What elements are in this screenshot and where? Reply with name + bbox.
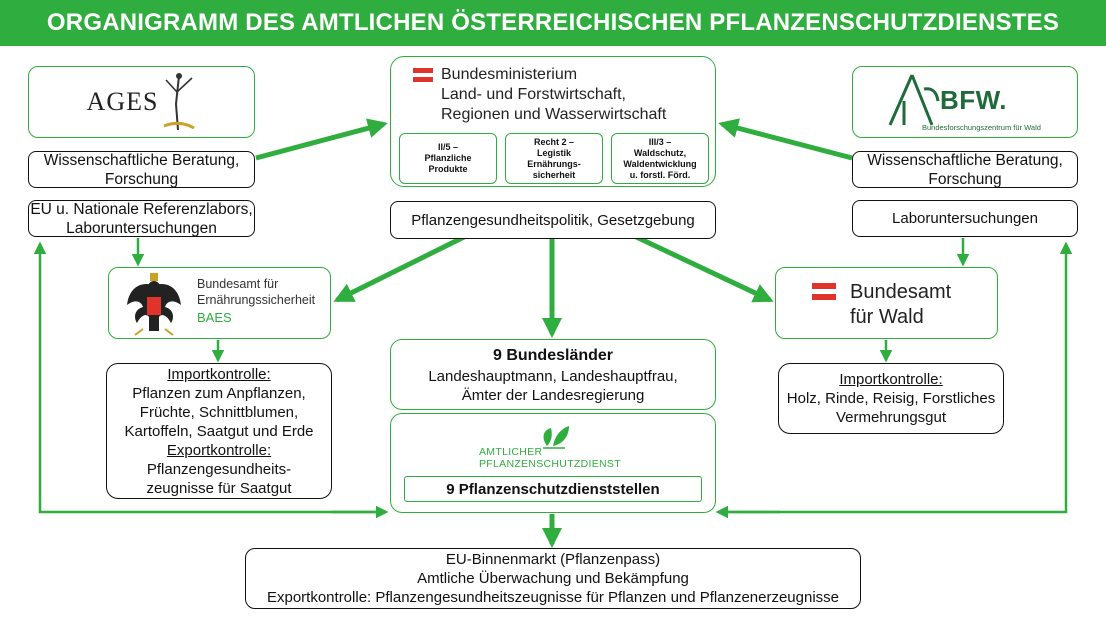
arrow-psd-loop-left [33, 241, 386, 514]
baes-abbr: BAES [197, 310, 232, 325]
unit-line: u. forstl. Förd. [629, 169, 691, 180]
bfw-logo-text: BFW. [940, 85, 1007, 115]
unit-line: Pflanzliche [424, 153, 472, 163]
psd-label-box: 9 Pflanzenschutzdienststellen [404, 476, 702, 502]
ministry-name-line1: Bundesministerium [441, 66, 578, 83]
ministry-name-line2: Land- und Forstwirtschaft, [441, 86, 626, 103]
bfw-role-labs-text: Laboruntersuchungen [892, 210, 1038, 227]
bfwald-controls-box: Importkontrolle: Holz, Rinde, Reisig, Fo… [778, 363, 1004, 434]
arrow-ages-to-ministry [255, 118, 388, 161]
bfw-role-research-line1: Wissenschaftliche Beratung, [867, 151, 1063, 169]
unit-line: Ernährungs- [527, 158, 581, 169]
bfw-role-labs: Laboruntersuchungen [852, 200, 1078, 237]
laender-line2: Ämter der Landesregierung [461, 386, 645, 404]
psd-box: AMTLICHER PFLANZENSCHUTZDIENST 9 Pflanze… [390, 413, 716, 513]
bfwald-import-line: Vermehrungsgut [835, 409, 947, 426]
arrow-psd-loop-right [718, 241, 1073, 514]
bfwald-import-line: Holz, Rinde, Reisig, Forstliches [786, 390, 996, 407]
unit-line: Recht 2 – [533, 136, 575, 147]
eu-line1: EU-Binnenmarkt (Pflanzenpass) [445, 551, 661, 568]
unit-line: Waldschutz, [633, 147, 687, 158]
ages-role-research-text: Wissenschaftliche Beratung, Forschung [43, 151, 240, 188]
page-title: ORGANIGRAMM DES AMTLICHEN ÖSTERREICHISCH… [0, 0, 1106, 46]
bfwald-name-line2: für Wald [850, 306, 924, 328]
ministry-role: Pflanzengesundheitspolitik, Gesetzgebung [390, 201, 716, 239]
ministry-unit-legal: Recht 2 – Legistik Ernährungs- sicherhei… [505, 133, 603, 184]
laender-heading: 9 Bundesländer [492, 346, 614, 364]
eu-line2: Amtliche Überwachung und Bekämpfung [417, 570, 689, 587]
baes-import-heading: Importkontrolle: [167, 365, 271, 383]
bfw-logo-sub: Bundesforschungszentrum für Wald [922, 123, 1041, 132]
unit-line: sicherheit [532, 169, 576, 180]
ages-logo-text: AGES [86, 87, 159, 116]
ages-role-labs: EU u. Nationale Referenzlabors, Laborunt… [28, 200, 255, 237]
baes-box: Bundesamt für Ernährungssicherheit BAES [108, 267, 331, 339]
bfw-role-research-line2: Forschung [928, 170, 1002, 188]
baes-name-line1: Bundesamt für [197, 277, 279, 291]
bfw-logo-box: BFW. Bundesforschungszentrum für Wald [852, 66, 1078, 138]
unit-line: Waldentwicklung [623, 158, 697, 169]
psd-logo-line1: AMTLICHER [479, 446, 543, 458]
ages-logo-box: AGES [28, 66, 255, 138]
ages-figure-icon [163, 73, 196, 131]
ages-role-labs-line2: Laboruntersuchungen [66, 219, 217, 237]
psd-logo-line2: PFLANZENSCHUTZDIENST [479, 458, 621, 470]
psd-label: 9 Pflanzenschutzdienststellen [446, 480, 660, 498]
ages-role-labs-line1: EU u. Nationale Referenzlabors, [30, 200, 253, 218]
baes-controls-box: Importkontrolle: Pflanzen zum Anpflanzen… [106, 363, 332, 499]
ministry-box: Bundesministerium Land- und Forstwirtsch… [390, 56, 716, 187]
baes-export-line: Pflanzengesundheits- [146, 460, 292, 478]
bfwald-name-line1: Bundesamt [850, 281, 952, 303]
ministry-unit-plants: II/5 – Pflanzliche Produkte [399, 133, 497, 184]
laender-line1: Landeshauptmann, Landeshauptfrau, [428, 367, 678, 385]
bfwald-import-heading: Importkontrolle: [839, 371, 943, 388]
baes-import-line: Früchte, Schnittblumen, [139, 403, 299, 421]
laender-box: 9 Bundesländer Landeshauptmann, Landesha… [390, 339, 716, 410]
unit-line: III/3 – [648, 136, 672, 147]
eagle-coat-of-arms-icon [127, 273, 181, 336]
arrow-ministry-to-bfwald [628, 231, 774, 303]
baes-export-line: zeugnisse für Saatgut [146, 479, 292, 497]
bfw-role-research: Wissenschaftliche Beratung, Forschung [852, 151, 1078, 188]
ministry-role-text: Pflanzengesundheitspolitik, Gesetzgebung [411, 211, 695, 229]
unit-line: Legistik [536, 147, 571, 158]
baes-name-line2: Ernährungssicherheit [197, 293, 316, 307]
arrow-ministry-to-baes [333, 231, 472, 303]
eu-box: EU-Binnenmarkt (Pflanzenpass) Amtliche Ü… [245, 548, 861, 609]
unit-line: Produkte [428, 164, 468, 174]
bfw-tree-icon [888, 74, 940, 126]
bfwald-box: Bundesamt für Wald [775, 267, 998, 339]
austria-flag-icon [413, 68, 433, 87]
baes-export-heading: Exportkontrolle: [166, 441, 272, 459]
baes-import-line: Pflanzen zum Anpflanzen, [132, 384, 306, 402]
unit-line: II/5 – [437, 142, 458, 152]
arrow-bfw-to-ministry [718, 118, 853, 161]
ministry-name-line3: Regionen und Wasserwirtschaft [441, 106, 667, 123]
leaf-icon [543, 426, 569, 449]
eu-line3: Exportkontrolle: Pflanzengesundheitszeug… [266, 589, 840, 606]
baes-import-line: Kartoffeln, Saatgut und Erde [124, 422, 314, 440]
ministry-unit-forest: III/3 – Waldschutz, Waldentwicklung u. f… [611, 133, 709, 184]
ages-role-research: Wissenschaftliche Beratung, Forschung [28, 151, 255, 188]
austria-flag-icon [812, 283, 836, 305]
